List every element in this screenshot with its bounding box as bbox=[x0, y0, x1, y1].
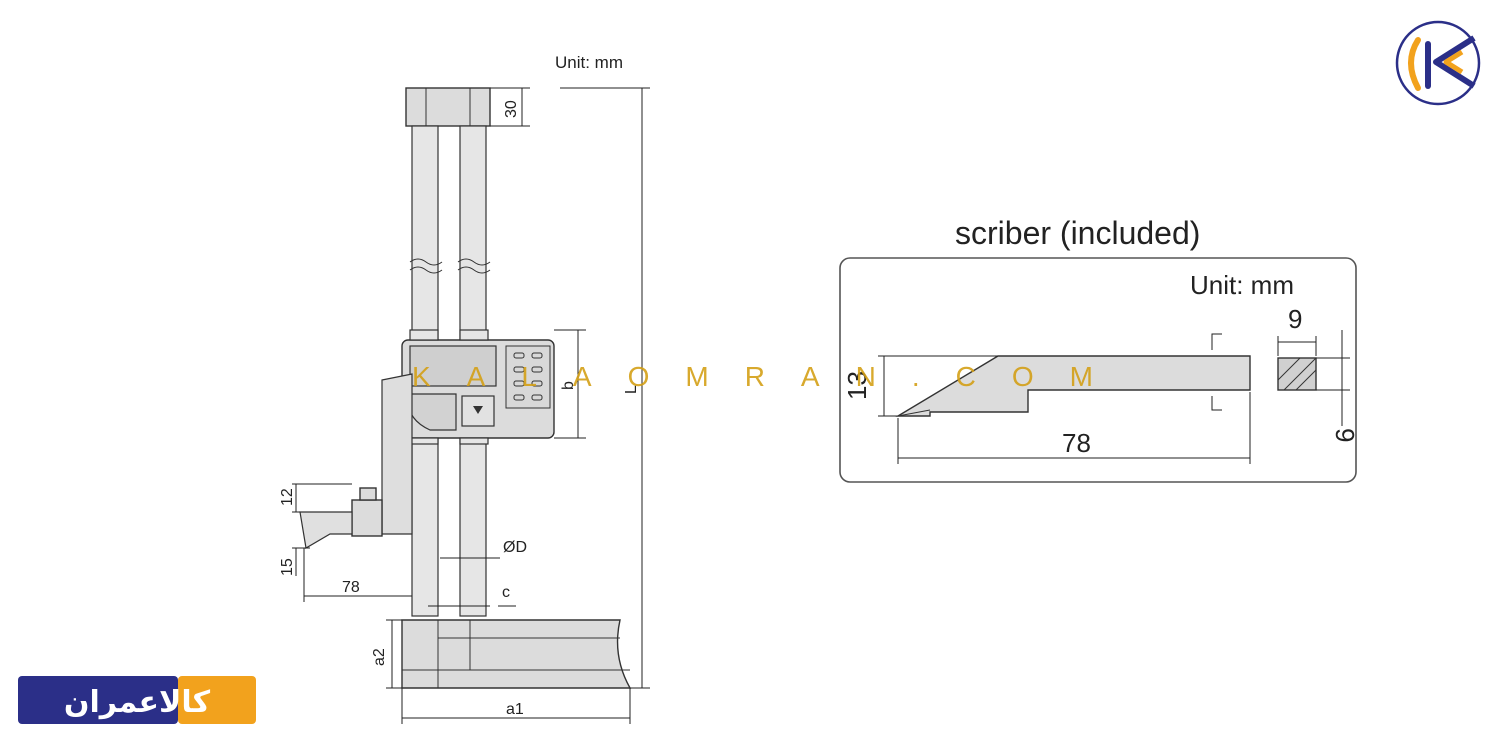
brand-wordmark-logo: کالاعمران bbox=[18, 676, 256, 724]
dim-head-b: b bbox=[560, 381, 577, 390]
dim-jaw-15: 15 bbox=[279, 558, 296, 576]
unit-label-right: Unit: mm bbox=[1190, 270, 1294, 300]
scriber-dim-section-width: 9 bbox=[1288, 304, 1302, 334]
scriber-arm bbox=[381, 373, 413, 535]
brand-emblem-icon bbox=[1395, 20, 1481, 106]
dim-c: c bbox=[502, 584, 510, 601]
unit-label-left: Unit: mm bbox=[555, 53, 623, 72]
dim-30: 30 bbox=[503, 100, 520, 118]
dim-jaw-78: 78 bbox=[342, 579, 360, 596]
dim-height-L: L bbox=[623, 385, 640, 394]
scriber-dim-length: 78 bbox=[1062, 428, 1091, 458]
logo-text: کالاعمران bbox=[64, 686, 211, 719]
gauge-base bbox=[401, 619, 632, 689]
dim-jaw-12: 12 bbox=[279, 488, 296, 506]
scriber-blade bbox=[895, 355, 1251, 417]
clamp-knob-icon bbox=[359, 487, 377, 501]
scriber-dim-section-height: 9 bbox=[1330, 428, 1360, 442]
lcd-display bbox=[409, 345, 497, 387]
scriber-tip bbox=[299, 511, 353, 549]
gauge-dimension-lines bbox=[292, 87, 650, 724]
scriber-clamp bbox=[351, 499, 383, 537]
dim-a1: a1 bbox=[506, 701, 524, 718]
watermark-text: KALAOMRAN.COM bbox=[412, 361, 1129, 392]
gauge-top-cap bbox=[405, 87, 491, 127]
scriber-title: scriber (included) bbox=[955, 215, 1200, 251]
height-gauge-drawing bbox=[299, 87, 632, 689]
dim-a2: a2 bbox=[371, 648, 388, 666]
scriber-dim-height: 13 bbox=[842, 371, 872, 400]
dim-diameter: ØD bbox=[503, 539, 527, 556]
